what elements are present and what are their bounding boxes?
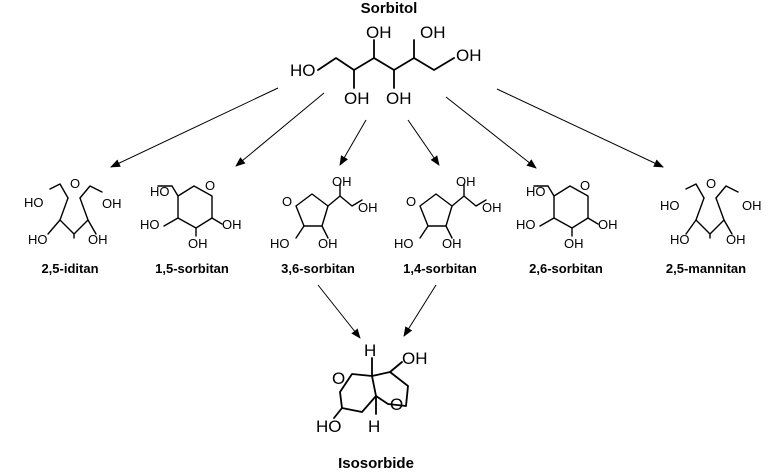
isosorbide-title: Isosorbide bbox=[338, 455, 414, 472]
product-label: 1,4-sorbitan bbox=[403, 261, 477, 276]
arrow-1-4-to-isosorbide bbox=[403, 284, 437, 337]
atom-label: OH bbox=[88, 232, 108, 247]
atom-label: OH bbox=[482, 200, 502, 215]
product-label: 3,6-sorbitan bbox=[281, 261, 355, 276]
product-3-6-sorbitan: O OH OH HO OH 3,6-sorbitan bbox=[270, 174, 378, 276]
sorbitol-title: Sorbitol bbox=[361, 0, 418, 17]
sorbitol-atom-label: OH bbox=[366, 23, 392, 42]
arrow-3-6-to-isosorbide bbox=[317, 284, 361, 339]
product-label: 2,6-sorbitan bbox=[529, 261, 603, 276]
atom-label: HO bbox=[526, 184, 546, 199]
atom-label: OH bbox=[402, 349, 428, 368]
product-2-5-iditan: O HO OH HO OH 2,5-iditan bbox=[24, 176, 122, 276]
sorbitol-atom-label: OH bbox=[456, 46, 482, 65]
isosorbide-structure: O O H H OH HO Isosorbide bbox=[316, 341, 428, 472]
atom-label: HO bbox=[394, 236, 414, 251]
product-label: 2,5-iditan bbox=[41, 261, 98, 276]
atom-label: OH bbox=[222, 217, 242, 232]
product-label: 1,5-sorbitan bbox=[155, 261, 229, 276]
arrow-to-1-5-sorbitan bbox=[235, 92, 325, 167]
product-1-4-sorbitan: O OH OH HO OH 1,4-sorbitan bbox=[394, 174, 502, 276]
atom-label: OH bbox=[742, 198, 762, 213]
atom-label: HO bbox=[28, 232, 48, 247]
sorbitol-atom-label: OH bbox=[344, 89, 370, 108]
atom-label: OH bbox=[442, 236, 462, 251]
atom-label: HO bbox=[140, 217, 160, 232]
sorbitol-atom-label: HO bbox=[290, 61, 316, 80]
atom-label: HO bbox=[670, 232, 690, 247]
sorbitol-structure: Sorbitol HO OH OH OH OH OH bbox=[290, 0, 482, 108]
atom-label: OH bbox=[358, 200, 378, 215]
atom-label: H bbox=[364, 341, 376, 360]
sorbitol-atom-label: OH bbox=[386, 89, 412, 108]
arrow-to-3-6-sorbitan bbox=[339, 119, 367, 166]
atom-label: O bbox=[706, 176, 716, 191]
atom-label: HO bbox=[516, 217, 536, 232]
atom-label: HO bbox=[270, 236, 290, 251]
atom-label: O bbox=[390, 395, 403, 414]
atom-label: HO bbox=[24, 195, 44, 210]
atom-label: O bbox=[406, 194, 416, 209]
atom-label: O bbox=[70, 176, 80, 191]
atom-label: OH bbox=[318, 236, 338, 251]
product-label: 2,5-mannitan bbox=[666, 261, 746, 276]
arrows-to-products bbox=[110, 87, 664, 169]
arrow-to-2-6-sorbitan bbox=[445, 96, 537, 169]
arrows-to-isosorbide bbox=[317, 284, 437, 339]
sorbitol-atom-label: OH bbox=[420, 23, 446, 42]
atom-label: OH bbox=[456, 174, 476, 189]
atom-label: OH bbox=[726, 232, 746, 247]
atom-label: O bbox=[580, 178, 590, 193]
atom-label: O bbox=[282, 194, 292, 209]
atom-label: HO bbox=[316, 417, 342, 436]
atom-label: HO bbox=[660, 198, 680, 213]
atom-label: O bbox=[332, 369, 345, 388]
atom-label: O bbox=[205, 178, 215, 193]
product-2-5-mannitan: O HO OH HO OH 2,5-mannitan bbox=[660, 176, 762, 276]
product-1-5-sorbitan: O HO HO OH OH 1,5-sorbitan bbox=[140, 178, 242, 276]
arrow-to-1-4-sorbitan bbox=[407, 119, 440, 166]
atom-label: H bbox=[368, 417, 380, 436]
atom-label: HO bbox=[150, 184, 170, 199]
arrow-to-2-5-mannitan bbox=[496, 88, 664, 168]
atom-label: OH bbox=[564, 236, 584, 251]
atom-label: OH bbox=[598, 217, 618, 232]
atom-label: OH bbox=[102, 196, 122, 211]
atom-label: OH bbox=[332, 174, 352, 189]
arrow-to-2-5-iditan bbox=[110, 87, 279, 168]
product-2-6-sorbitan: O HO HO OH OH 2,6-sorbitan bbox=[516, 178, 618, 276]
atom-label: OH bbox=[188, 236, 208, 251]
